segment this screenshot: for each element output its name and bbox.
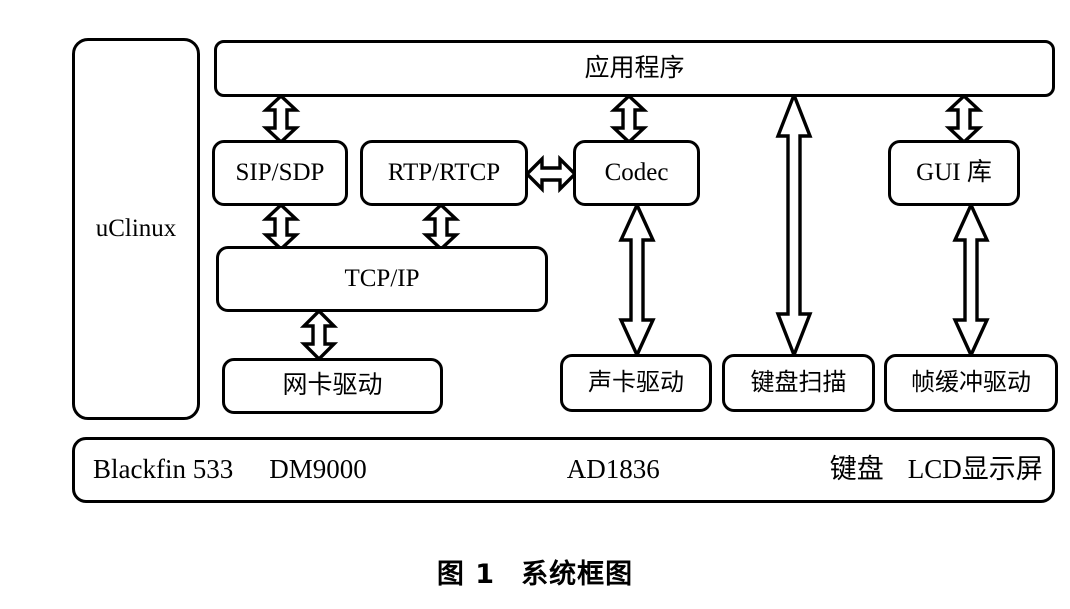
block-tcp-ip-label: TCP/IP xyxy=(344,265,420,293)
block-application-label: 应用程序 xyxy=(584,54,685,82)
hardware-item-lcd-display: LCD显示屏 xyxy=(907,454,1043,485)
block-sound-card-driver[interactable]: 声卡驱动 xyxy=(560,354,712,412)
arrow-sip-sdp-to-tcp-ip xyxy=(258,202,304,252)
figure-caption: 图 1 系统框图 xyxy=(0,552,1070,591)
block-uclinux-label: uClinux xyxy=(95,215,177,243)
hardware-item-list: Blackfin 533 DM9000 AD1836 键盘 LCD显示屏 xyxy=(85,454,1052,485)
hardware-item-ad1836: AD1836 xyxy=(566,454,660,485)
block-application[interactable]: 应用程序 xyxy=(214,40,1055,97)
block-rtp-rtcp-label: RTP/RTCP xyxy=(387,159,501,187)
block-gui-library-label: GUI 库 xyxy=(916,159,992,187)
block-tcp-ip[interactable]: TCP/IP xyxy=(216,246,548,312)
block-gui-library[interactable]: GUI 库 xyxy=(888,140,1020,206)
block-keyboard-scan[interactable]: 键盘扫描 xyxy=(722,354,875,412)
block-rtp-rtcp[interactable]: RTP/RTCP xyxy=(360,140,528,206)
arrow-rtp-rtcp-to-codec xyxy=(524,151,578,197)
block-codec-label: Codec xyxy=(604,159,669,187)
block-sip-sdp-label: SIP/SDP xyxy=(235,159,325,187)
block-codec[interactable]: Codec xyxy=(573,140,700,206)
arrow-rtp-rtcp-to-tcp-ip xyxy=(418,202,464,252)
block-framebuffer-driver[interactable]: 帧缓冲驱动 xyxy=(884,354,1058,412)
block-hardware-layer[interactable]: Blackfin 533 DM9000 AD1836 键盘 LCD显示屏 xyxy=(72,437,1055,503)
block-nic-driver-label: 网卡驱动 xyxy=(282,372,383,400)
arrow-tcp-ip-to-nic-driver xyxy=(296,308,342,362)
figure-caption-title: 系统框图 xyxy=(521,559,634,590)
block-sip-sdp[interactable]: SIP/SDP xyxy=(212,140,348,206)
arrow-application-to-sip-sdp xyxy=(258,93,304,145)
block-framebuffer-driver-label: 帧缓冲驱动 xyxy=(911,369,1031,396)
arrow-application-to-keyboard-scan xyxy=(769,90,819,360)
arrow-application-to-codec xyxy=(606,93,652,145)
hardware-item-dm9000: DM9000 xyxy=(269,454,367,485)
hardware-item-keyboard: 键盘 xyxy=(829,454,884,485)
arrow-gui-library-to-framebuffer-driver xyxy=(946,200,996,360)
hardware-item-blackfin: Blackfin 533 xyxy=(93,454,234,485)
block-sound-card-driver-label: 声卡驱动 xyxy=(588,369,684,396)
arrow-codec-to-sound-card-driver xyxy=(612,200,662,360)
block-uclinux[interactable]: uClinux xyxy=(72,38,200,420)
arrow-application-to-gui-library xyxy=(941,93,987,145)
block-nic-driver[interactable]: 网卡驱动 xyxy=(222,358,443,414)
block-keyboard-scan-label: 键盘扫描 xyxy=(750,369,847,396)
figure-caption-number: 图 1 xyxy=(436,559,496,590)
